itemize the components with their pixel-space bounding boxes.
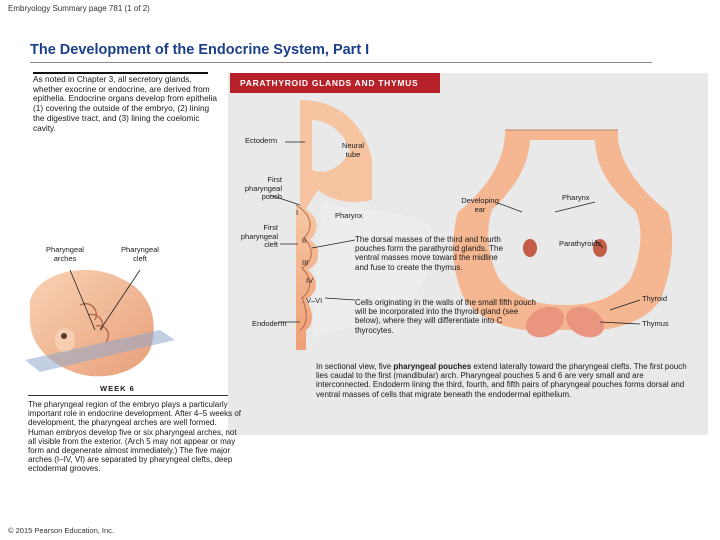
section-text-bold: pharyngeal pouches — [393, 362, 472, 371]
week-label: WEEK 6 — [100, 384, 135, 393]
label-pharynx-right: Pharynx — [562, 193, 590, 202]
neural-tube-shape — [300, 100, 372, 210]
copyright: © 2015 Pearson Education, Inc. — [8, 526, 115, 535]
leader-lines — [69, 141, 641, 331]
sectional-view-paragraph: In sectional view, five pharyngeal pouch… — [316, 362, 694, 399]
dorsal-masses-paragraph: The dorsal masses of the third and fourt… — [355, 235, 503, 272]
title-divider — [30, 62, 652, 63]
label-parathyroids: Parathyroids — [559, 239, 602, 248]
embryo-figure — [25, 269, 175, 377]
label-pharynx-left: Pharynx — [335, 211, 363, 220]
roman-iii: III — [302, 258, 309, 267]
pharyngeal-wall — [295, 204, 319, 350]
label-pharyngeal-cleft: Pharyngeal cleft — [121, 245, 159, 263]
pharynx-lumen — [312, 200, 433, 340]
roman-v-vi: V–VI — [306, 296, 323, 305]
section-banner: PARATHYROID GLANDS AND THYMUS — [230, 73, 440, 93]
intro-divider — [33, 72, 208, 74]
caption-divider — [28, 395, 228, 396]
fifth-pouch-paragraph: Cells originating in the walls of the sm… — [355, 298, 536, 335]
label-pharyngeal-arches: Pharyngeal arches — [46, 245, 84, 263]
page-header: Embryology Summary page 781 (1 of 2) — [8, 4, 150, 13]
label-thymus: Thymus — [642, 319, 669, 328]
label-ectoderm: Ectoderm — [245, 136, 278, 145]
label-developing-ear: Developing ear — [461, 196, 499, 214]
label-thyroid: Thyroid — [642, 294, 668, 303]
section-text-post: extend laterally toward the pharyngeal c… — [316, 362, 687, 399]
pharynx-section — [453, 129, 673, 330]
embryo-caption: The pharyngeal region of the embryo play… — [28, 400, 242, 474]
page-title: The Development of the Endocrine System,… — [30, 42, 370, 58]
roman-i: I — [296, 208, 299, 217]
label-first-pouch: First pharyngeal pouch — [244, 175, 282, 201]
intro-text: As noted in Chapter 3, all secretory gla… — [33, 74, 218, 133]
thymus-lobes — [525, 306, 605, 338]
roman-iv: IV — [306, 276, 314, 285]
label-first-cleft: First pharyngeal cleft — [240, 223, 278, 249]
roman-ii: II — [302, 236, 307, 245]
section-banner-label: PARATHYROID GLANDS AND THYMUS — [240, 78, 419, 88]
section-text-pre: In sectional view, five — [316, 362, 394, 371]
label-endoderm: Endoderm — [252, 319, 287, 328]
parathyroid-glands — [523, 239, 607, 257]
label-neural-tube: Neural tube — [341, 141, 365, 159]
